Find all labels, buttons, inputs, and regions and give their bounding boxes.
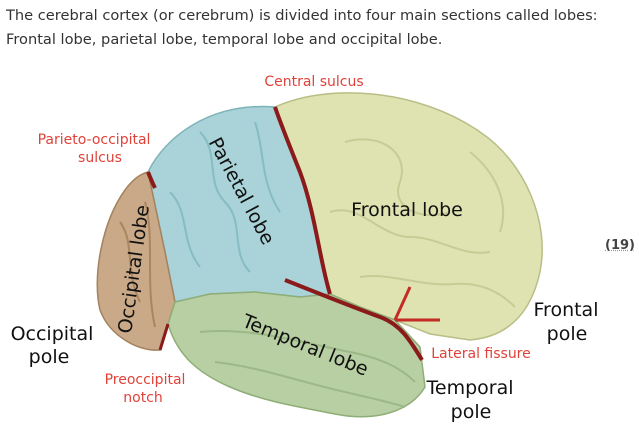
frontal-pole-label-line-1: Frontal (534, 299, 599, 321)
lateral-fissure-branches (393, 286, 440, 322)
intro-line-1: The cerebral cortex (or cerebrum) is div… (6, 7, 598, 24)
frontal-gyri (329, 138, 516, 308)
parieto-occipital-sulcus-line (146, 171, 157, 189)
central-sulcus-line (273, 106, 332, 295)
reference-link[interactable]: (19) (605, 238, 635, 253)
temporal-gyri (199, 330, 416, 408)
intro-line-2: Frontal lobe, parietal lobe, temporal lo… (6, 31, 443, 48)
central-sulcus-label: Central sulcus (264, 74, 363, 90)
lateral-fissure-label: Lateral fissure (431, 346, 531, 362)
occipital-pole-label-line-1: Occipital (11, 323, 94, 345)
parieto-occipital-label-line-1: Parieto-occipital (38, 132, 151, 148)
occipital-pole-label-line-2: pole (29, 346, 70, 368)
temporal-pole-label-line-2: pole (451, 401, 492, 423)
parieto-occipital-label-line-2: sulcus (78, 150, 122, 166)
occipital-lobe-region (96, 171, 176, 351)
occipital-gyri (119, 201, 156, 328)
parietal-gyri (169, 121, 281, 273)
temporal-lobe-region (167, 291, 426, 418)
preoccipital-label-line-1: Preoccipital (105, 372, 186, 388)
temporal-pole-label-line-1: Temporal (426, 377, 514, 399)
frontal-pole-label-line-2: pole (547, 323, 588, 345)
preoccipital-notch-mark (158, 323, 170, 351)
lateral-fissure-line (284, 278, 424, 362)
preoccipital-label-line-2: notch (123, 390, 163, 406)
frontal-lobe-label: Frontal lobe (351, 199, 463, 221)
intro-text: The cerebral cortex (or cerebrum) is div… (6, 4, 634, 52)
brain-lobes-diagram: Frontal lobe Parietal lobe Occipital lob… (11, 74, 599, 423)
